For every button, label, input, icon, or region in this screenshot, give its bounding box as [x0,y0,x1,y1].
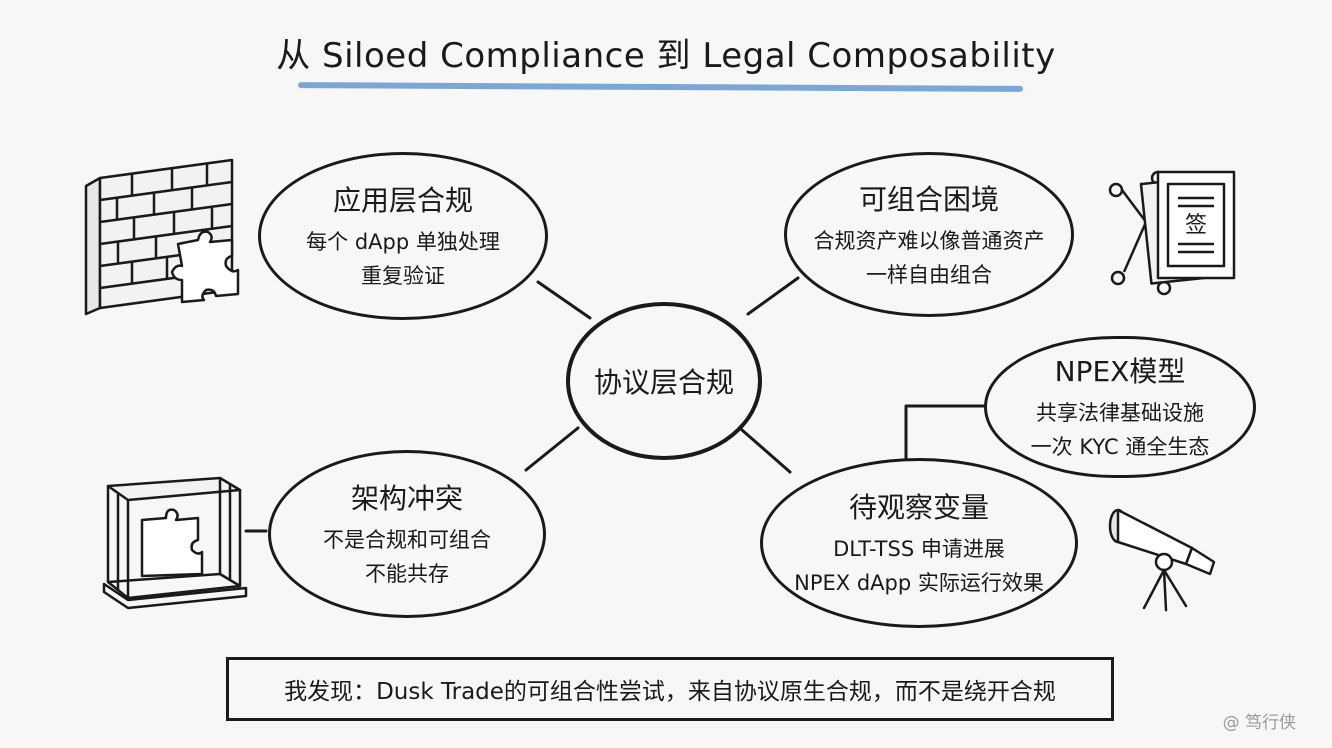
connector-watch [740,428,792,474]
brick-wall-puzzle-icon [84,158,240,316]
node-line: 合规资产难以像普通资产 [813,228,1045,253]
page-title: 从 Siloed Compliance 到 Legal Composabilit… [276,36,1056,76]
node-composability-dilemma: 可组合困境 合规资产难以像普通资产 一样自由组合 [784,152,1074,317]
document-sign-text: 签 [1185,213,1207,238]
node-head: 待观察变量 [848,491,989,524]
connector-conflict [524,426,580,472]
telescope-icon [1108,508,1216,612]
node-line: 不能共存 [365,562,449,586]
signed-document-icon: 签 [1108,170,1236,296]
node-head: 可组合困境 [858,182,999,216]
node-variables-to-watch: 待观察变量 DLT-TSS 申请进展 NPEX dApp 实际运行效果 [760,458,1078,628]
connector-app-layer [536,280,592,320]
node-architecture-conflict: 架构冲突 不是合规和可组合 不能共存 [268,450,546,618]
node-line: NPEX dApp 实际运行效果 [794,571,1044,595]
node-npex-model: NPEX模型 共享法律基础设施 一次 KYC 通全生态 [984,336,1256,478]
watermark: @ 笃行侠 [1222,713,1296,733]
node-line: 一样自由组合 [866,262,992,287]
node-line: DLT-TSS 申请进展 [833,537,1005,561]
connector-composability [746,276,800,316]
node-line: 共享法律基础设施 [1036,401,1204,425]
node-head: 应用层合规 [332,184,473,217]
node-line: 不是合规和可组合 [323,528,491,552]
center-node-protocol-compliance: 协议层合规 [566,302,762,460]
node-app-layer-compliance: 应用层合规 每个 dApp 单独处理 重复验证 [258,152,548,320]
connector-npex [904,404,988,460]
conclusion-box: 我发现：Dusk Trade的可组合性尝试，来自协议原生合规，而不是绕开合规 [226,657,1114,721]
cage-puzzle-icon [102,476,248,610]
node-head: NPEX模型 [1054,355,1186,388]
node-line: 重复验证 [361,264,445,288]
node-line: 每个 dApp 单独处理 [306,230,500,254]
node-head: 架构冲突 [350,482,463,515]
node-line: 一次 KYC 通全生态 [1030,435,1210,459]
